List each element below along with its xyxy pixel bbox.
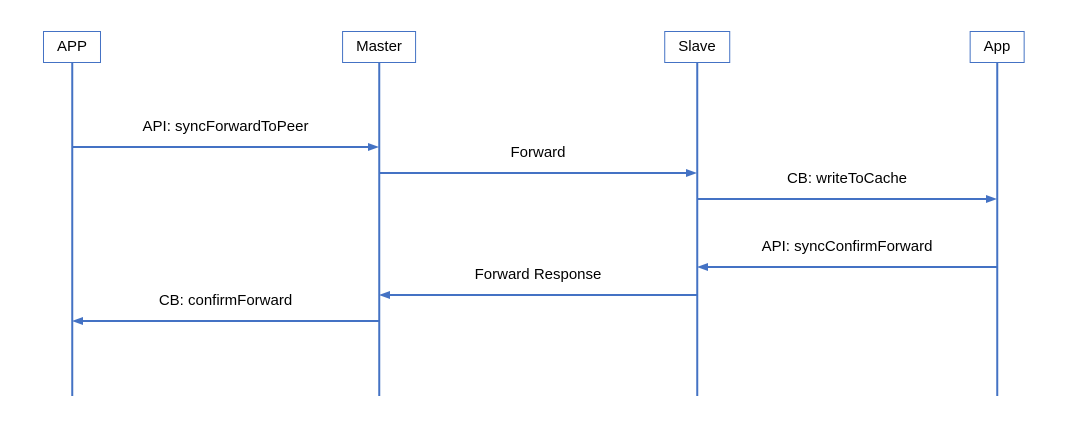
lifeline-app-peer [996, 63, 998, 396]
actor-box-app-caller: APP [42, 31, 102, 63]
lifeline-slave [696, 63, 698, 396]
arrowhead-left-icon [379, 290, 390, 299]
message-label-2: CB: writeToCache [786, 170, 908, 187]
lifeline-master [378, 63, 380, 396]
message-label-1: Forward [510, 144, 566, 161]
message-label-0: API: syncForwardToPeer [142, 118, 309, 135]
message-line-5 [82, 320, 379, 322]
arrowhead-left-icon [72, 316, 83, 325]
arrowhead-right-icon [986, 194, 997, 203]
message-line-2 [697, 198, 987, 200]
message-line-0 [72, 146, 369, 148]
actor-box-master: Master [342, 31, 416, 63]
message-label-4: Forward Response [474, 266, 602, 283]
message-label-5: CB: confirmForward [158, 292, 293, 309]
actor-box-app-peer: App [969, 31, 1025, 63]
arrowhead-left-icon [697, 262, 708, 271]
actor-box-slave: Slave [664, 31, 730, 63]
message-line-4 [389, 294, 697, 296]
lifeline-app-caller [71, 63, 73, 396]
message-line-3 [707, 266, 997, 268]
arrowhead-right-icon [368, 142, 379, 151]
message-label-3: API: syncConfirmForward [761, 238, 933, 255]
message-line-1 [379, 172, 687, 174]
arrowhead-right-icon [686, 168, 697, 177]
